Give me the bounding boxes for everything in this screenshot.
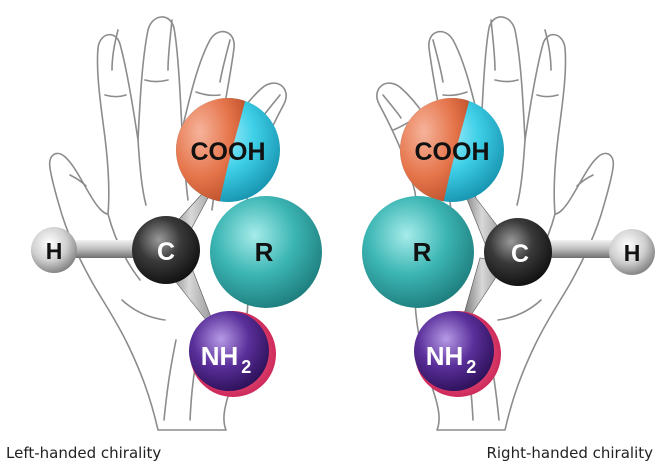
- right-carboxyl-atom: [400, 98, 504, 202]
- left-hydrogen-atom: [31, 227, 77, 273]
- left-carbon-atom: [132, 216, 200, 284]
- left-carboxyl-atom: [176, 98, 280, 202]
- left-carbon-label: C: [157, 238, 175, 266]
- left-chirality-caption: Left-handed chirality: [6, 444, 162, 462]
- left-hydrogen-label: H: [46, 238, 63, 264]
- right-chirality-caption: Right-handed chirality: [486, 444, 653, 462]
- left-r-atom: [210, 196, 322, 308]
- left-amine-atom: [189, 311, 276, 397]
- right-hydrogen-label: H: [624, 240, 641, 266]
- right-r-label: R: [413, 237, 432, 267]
- right-carbon-label: C: [511, 240, 529, 268]
- right-r-atom: [362, 196, 474, 308]
- left-r-label: R: [255, 237, 274, 267]
- left-carboxyl-label: COOH: [191, 138, 266, 166]
- right-carbon-atom: [484, 218, 552, 286]
- right-carboxyl-label: COOH: [415, 138, 490, 166]
- right-amine-atom: [414, 311, 501, 397]
- right-hydrogen-atom: [609, 229, 655, 275]
